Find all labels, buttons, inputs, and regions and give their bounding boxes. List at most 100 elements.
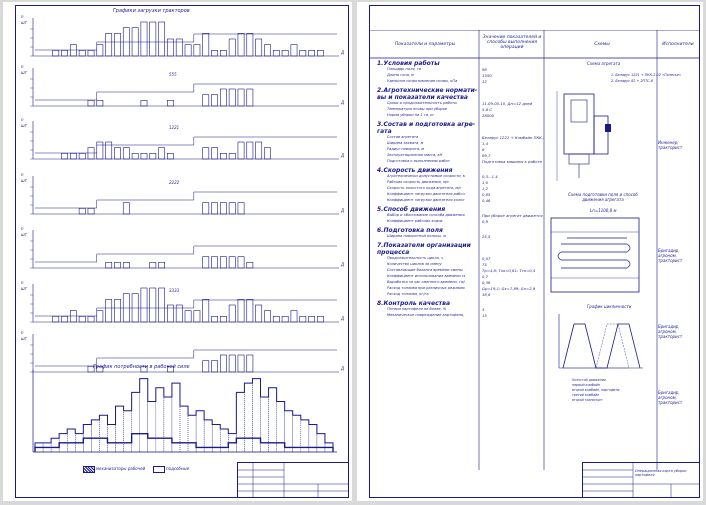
title-block-grid <box>238 463 348 497</box>
load-bar <box>228 38 236 57</box>
load-bar <box>237 141 245 160</box>
legend-swatch-hatched <box>83 466 95 473</box>
load-bar <box>149 153 157 160</box>
cycle-legend-item: второй комбайн, картофеля <box>572 388 620 392</box>
parameter-label: Скорость холостого хода агрегата, м/с <box>387 186 462 190</box>
load-bar <box>264 147 271 160</box>
load-bar <box>140 366 148 373</box>
load-bar <box>158 262 166 269</box>
load-bar <box>122 202 130 215</box>
load-bar <box>193 310 201 323</box>
load-bar <box>246 299 254 323</box>
parameter-value: 0,07 <box>482 256 491 261</box>
title-block-right: Операционная карта уборки картофеля <box>582 462 700 498</box>
executor-4: Бригадир, агроном, тракторист <box>658 390 683 405</box>
load-bar <box>69 310 77 323</box>
parameter-label: Потери картофеля не более, % <box>387 307 447 311</box>
load-bar <box>255 141 263 160</box>
load-bar <box>246 88 254 107</box>
load-bar <box>140 100 148 107</box>
load-bar <box>211 256 218 269</box>
section-title: 3.Состав и подготовка агре- <box>377 121 476 128</box>
axis-unit-label: шт <box>21 20 27 25</box>
load-bar <box>281 316 289 323</box>
load-bar <box>69 44 77 57</box>
parameter-value: 98 <box>482 67 487 72</box>
worker-bar <box>147 401 157 453</box>
load-bar <box>105 33 113 57</box>
load-bar <box>211 202 218 215</box>
title-block-left <box>237 462 349 498</box>
section-title: 6.Подготовка поля <box>377 227 443 234</box>
parameter-value: 3 <box>482 307 485 312</box>
load-bar <box>167 366 174 373</box>
cycle-legend-item: первый комбайн <box>572 383 600 387</box>
parameter-label: Коэффициент рабочих ходов <box>387 219 443 223</box>
tractor-load-chart <box>30 68 339 107</box>
worker-bar <box>220 428 229 453</box>
load-bar <box>255 304 263 323</box>
load-bar <box>61 316 68 323</box>
worker-bar <box>67 428 76 453</box>
parameter-value: 0,3...1,4 <box>482 174 498 179</box>
load-bar <box>281 50 289 57</box>
worker-bar <box>99 415 108 453</box>
parameter-value: 5-8 С <box>482 107 493 112</box>
parameter-value: Тр=4,8; Тхх=0,61; Тто=0,5 <box>482 268 536 273</box>
panel-tag: 1221 <box>169 125 180 130</box>
parameter-label: Рабочая скорость движения, м/с <box>387 180 449 184</box>
parameter-value: Беларус 1221 + Комбайн ПКК-2-02 «Полесье… <box>482 135 544 140</box>
load-bar <box>52 316 60 323</box>
tractor-load-chart <box>30 121 339 160</box>
load-bar <box>202 94 210 107</box>
sheet-frame <box>15 5 349 498</box>
load-bar <box>211 94 218 107</box>
load-bar <box>228 202 236 215</box>
load-bar <box>114 262 121 269</box>
cycle-legend-item: третий комбайн <box>572 393 600 397</box>
load-bar <box>299 50 307 57</box>
cycle-legend-item: второй транспорт <box>572 398 603 402</box>
worker-bar <box>284 410 293 453</box>
axis-unit-label: шт <box>21 286 27 291</box>
cycle-chart <box>558 314 643 369</box>
parameter-label: Количество циклов за смену <box>387 262 442 266</box>
axis-unit-label: шт <box>21 336 27 341</box>
header-schemes: Схемы <box>594 42 610 47</box>
section-title: 4.Скорость движения <box>377 167 453 174</box>
parameter-label: Площадь поля, га <box>387 67 421 71</box>
worker-bar <box>276 401 285 453</box>
axis-days-label: Д <box>341 50 345 55</box>
load-bar <box>211 316 218 323</box>
tractor-load-chart <box>30 230 339 269</box>
tractor-load-chart <box>30 334 339 373</box>
panel-tag: 2222 <box>169 180 180 185</box>
load-bar <box>264 44 271 57</box>
load-bar <box>228 256 236 269</box>
worker-bar <box>187 415 197 453</box>
axis-n-label: n <box>21 280 24 285</box>
worker-bar <box>179 405 189 453</box>
load-bar <box>149 21 157 57</box>
parameter-label: Выработка за час сменного времени, га/ч <box>387 280 465 284</box>
load-bar <box>105 262 113 269</box>
worker-bar <box>50 438 60 453</box>
worker-bar <box>171 382 181 453</box>
load-bar <box>246 354 254 373</box>
load-bar <box>237 202 245 215</box>
cycle-chart-title: График цикличности <box>587 304 632 309</box>
legend-swatch-empty <box>153 466 165 473</box>
parameter-value: 0,9 <box>482 219 489 224</box>
axis-n-label: n <box>21 172 24 177</box>
load-bar <box>228 354 236 373</box>
cumulative-line <box>35 349 337 367</box>
tractor-load-title: Графики загрузки тракторов <box>113 8 190 14</box>
load-bar <box>87 316 95 323</box>
worker-bar <box>316 433 326 453</box>
load-bar <box>290 310 298 323</box>
load-bar <box>211 147 218 160</box>
